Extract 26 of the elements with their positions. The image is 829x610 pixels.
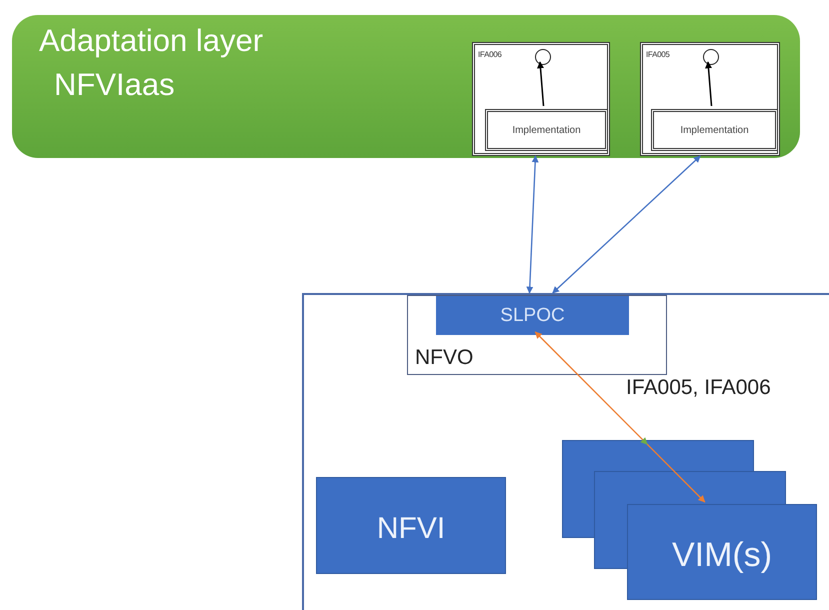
layer-subtitle: NFVIaas [54, 67, 175, 103]
interface-label: IFA005 [646, 50, 670, 59]
implementation-box [651, 109, 778, 151]
nfvo-label: NFVO [415, 346, 474, 370]
component-label: NFVI [376, 510, 446, 546]
layer-title: Adaptation layer [39, 23, 264, 59]
interface-circle [535, 49, 551, 65]
implementation-box [485, 109, 608, 151]
interface-box [640, 42, 780, 156]
arrow [552, 156, 701, 294]
nfvo-box [407, 295, 667, 375]
arrow [526, 155, 539, 294]
interface-box [472, 42, 610, 156]
interface-label: IFA006 [478, 50, 502, 59]
slpoc-box [436, 296, 629, 335]
arrow [534, 332, 706, 502]
implementation-label: Implementation [511, 124, 582, 138]
component-box [316, 477, 506, 574]
system-frame [302, 293, 829, 610]
slpoc-label: SLPOC [499, 304, 566, 328]
arrow [537, 61, 544, 106]
component-label: VIM(s) [670, 534, 774, 576]
implementation-label: Implementation [679, 124, 750, 138]
interface-circle [703, 49, 719, 65]
layer-band [12, 15, 800, 158]
arrow [705, 61, 712, 106]
